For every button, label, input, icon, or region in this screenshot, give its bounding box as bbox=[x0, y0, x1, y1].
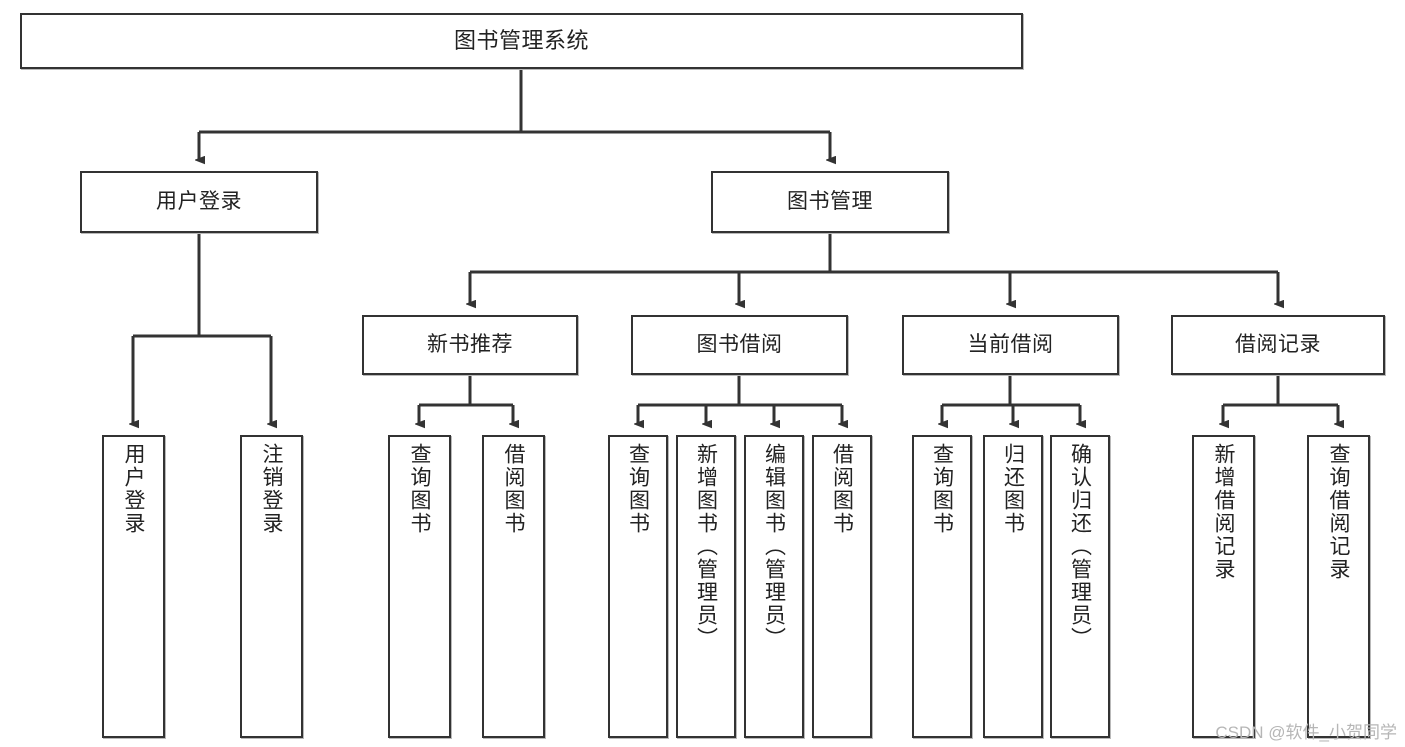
node-root[interactable]: 图书管理系统 bbox=[20, 13, 1023, 69]
leaf-add-book-admin-label: 新增图书（管理员） bbox=[694, 443, 718, 650]
leaf-user-login[interactable]: 用户登录 bbox=[102, 435, 165, 738]
leaf-return-book-label: 归还图书 bbox=[1001, 443, 1025, 535]
node-borrow-record[interactable]: 借阅记录 bbox=[1171, 315, 1385, 375]
leaf-confirm-return-admin-label: 确认归还（管理员） bbox=[1068, 443, 1092, 650]
leaf-add-borrow-record-label: 新增借阅记录 bbox=[1212, 443, 1235, 581]
leaf-add-borrow-record[interactable]: 新增借阅记录 bbox=[1192, 435, 1255, 738]
node-book-manage[interactable]: 图书管理 bbox=[711, 171, 949, 233]
node-book-manage-label: 图书管理 bbox=[787, 189, 873, 213]
leaf-logout-label: 注销登录 bbox=[260, 443, 283, 535]
leaf-query-book-1[interactable]: 查询图书 bbox=[388, 435, 451, 738]
leaf-borrow-book-2[interactable]: 借阅图书 bbox=[812, 435, 872, 738]
leaf-return-book[interactable]: 归还图书 bbox=[983, 435, 1043, 738]
watermark: CSDN @软件_小贺同学 bbox=[1215, 723, 1397, 742]
node-current-borrow-label: 当前借阅 bbox=[967, 332, 1054, 356]
leaf-query-book-2-label: 查询图书 bbox=[626, 443, 650, 535]
node-user-login[interactable]: 用户登录 bbox=[80, 171, 318, 233]
leaf-logout[interactable]: 注销登录 bbox=[240, 435, 303, 738]
node-current-borrow[interactable]: 当前借阅 bbox=[902, 315, 1119, 375]
leaf-borrow-book-1-label: 借阅图书 bbox=[502, 443, 525, 535]
leaf-edit-book-admin-label: 编辑图书（管理员） bbox=[762, 443, 786, 650]
node-user-login-label: 用户登录 bbox=[156, 189, 242, 213]
leaf-query-book-2[interactable]: 查询图书 bbox=[608, 435, 668, 738]
leaf-query-book-1-label: 查询图书 bbox=[408, 443, 431, 535]
leaf-borrow-book-1[interactable]: 借阅图书 bbox=[482, 435, 545, 738]
leaf-query-borrow-record[interactable]: 查询借阅记录 bbox=[1307, 435, 1370, 738]
node-borrow-record-label: 借阅记录 bbox=[1235, 332, 1321, 356]
node-new-book-recommend-label: 新书推荐 bbox=[427, 332, 513, 356]
leaf-add-book-admin[interactable]: 新增图书（管理员） bbox=[676, 435, 736, 738]
node-book-borrow-label: 图书借阅 bbox=[696, 332, 783, 356]
leaf-edit-book-admin[interactable]: 编辑图书（管理员） bbox=[744, 435, 804, 738]
node-root-label: 图书管理系统 bbox=[453, 28, 589, 54]
node-book-borrow[interactable]: 图书借阅 bbox=[631, 315, 848, 375]
leaf-query-book-3[interactable]: 查询图书 bbox=[912, 435, 972, 738]
leaf-borrow-book-2-label: 借阅图书 bbox=[830, 443, 854, 535]
leaf-query-borrow-record-label: 查询借阅记录 bbox=[1327, 443, 1350, 581]
leaf-user-login-label: 用户登录 bbox=[122, 443, 145, 535]
node-new-book-recommend[interactable]: 新书推荐 bbox=[362, 315, 578, 375]
leaf-confirm-return-admin[interactable]: 确认归还（管理员） bbox=[1050, 435, 1110, 738]
leaf-query-book-3-label: 查询图书 bbox=[930, 443, 954, 535]
